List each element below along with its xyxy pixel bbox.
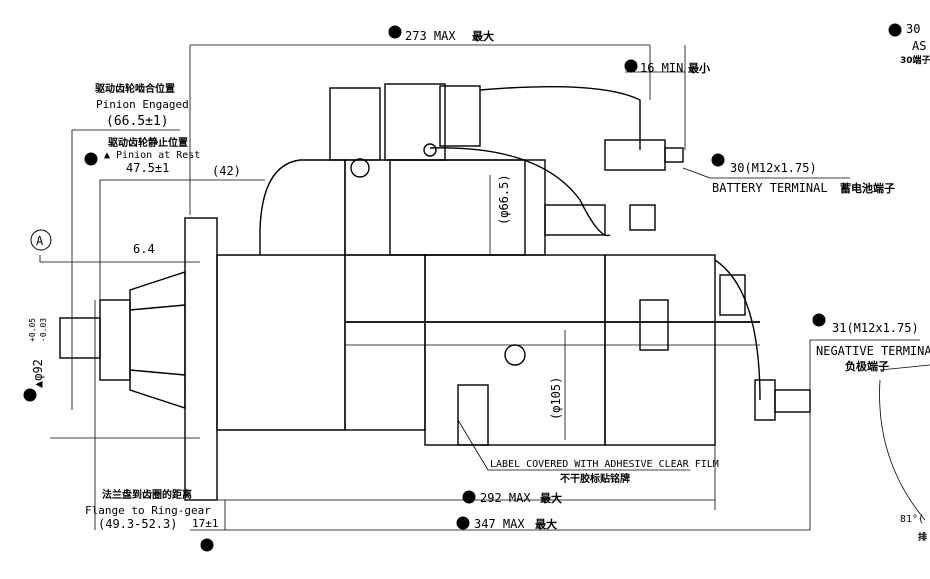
pinion-engaged-cn: 驱动齿轮啮合位置 [95, 82, 175, 95]
dim-6-4: 6.4 [133, 242, 155, 256]
tag-004-marker [84, 152, 98, 166]
gear-housing [344, 254, 426, 431]
dim-92: ▲φ92 [31, 359, 45, 388]
drive-housing [216, 254, 346, 431]
battery-size-text: 30(M12x1.75) [730, 161, 817, 175]
label-note-text: LABEL COVERED WITH ADHESIVE CLEAR FILM [490, 459, 719, 470]
max-292-cn: 最大 [540, 491, 562, 505]
max-273-text: 273 MAX [405, 29, 456, 43]
pinion-rest-label: ▲ Pinion at Rest [104, 150, 200, 161]
min-16-text: 16 MIN [640, 61, 683, 75]
dimension-lines [39, 44, 930, 531]
tag-009-marker [624, 59, 638, 73]
pinion-engaged-label: Pinion Engaged [96, 98, 189, 111]
dim-105: (φ105) [549, 377, 563, 420]
tag-005-marker [200, 538, 214, 552]
negative-terminal-stud [754, 379, 776, 421]
battery-label: BATTERY TERMINAL [712, 181, 828, 195]
label-area [457, 384, 489, 446]
dim-92-tol-up: +0.05 [28, 318, 37, 342]
dim-42: (42) [212, 164, 241, 178]
end-cap [604, 254, 716, 446]
solenoid-body [344, 159, 546, 256]
max-292-text: 292 MAX [480, 491, 531, 505]
pinion-shaft [59, 317, 101, 359]
mounting-flange [184, 217, 218, 501]
tag-006-marker [462, 490, 476, 504]
max-273-cn: 最大 [472, 29, 494, 43]
corner-cn: 30端子 [900, 54, 930, 66]
dim-66: (φ66.5) [497, 174, 511, 225]
pinion-engaged-value: (66.5±1) [106, 114, 169, 129]
tag-011-marker [812, 313, 826, 327]
battery-terminal-stud [604, 139, 666, 171]
nose-housing [129, 271, 186, 409]
min-16-cn: 最小 [688, 61, 710, 75]
datum-a: A [36, 234, 44, 248]
dim-92-tol-down: -0.03 [39, 318, 48, 342]
battery-cn: 蓄电池端子 [840, 181, 895, 195]
flange-value: (49.3-52.3) [98, 517, 177, 531]
corner-30-text: 30 [906, 22, 920, 36]
tag-012-marker [888, 23, 902, 37]
tag-007-marker [456, 516, 470, 530]
pinion-rest-cn: 驱动齿轮静止位置 [108, 136, 188, 149]
tag-003-marker [23, 388, 37, 402]
negative-label: NEGATIVE TERMINAL [816, 344, 930, 358]
pinion-rest-value: 47.5±1 [126, 161, 169, 175]
max-347-cn: 最大 [535, 517, 557, 531]
label-boss [504, 344, 526, 366]
flange-cn: 法兰盘到齿圈的距离 [102, 488, 192, 501]
angle-cn: 排 [918, 531, 927, 543]
motor-outline [59, 83, 811, 501]
tag-markers [23, 23, 902, 552]
corner-as-text: AS [912, 39, 926, 53]
max-347-text: 347 MAX [474, 517, 525, 531]
flange-label: Flange to Ring-gear [85, 504, 211, 517]
negative-size-text: 31(M12x1.75) [832, 321, 919, 335]
tag-008-marker [388, 25, 402, 39]
solenoid-terminal-block [329, 87, 381, 161]
dim-17: 17±1 [192, 517, 219, 530]
label-note-cn: 不干胶标贴铭牌 [560, 472, 630, 485]
pinion-gear [99, 299, 131, 381]
datum-circle [30, 229, 52, 251]
tag-010-marker [711, 153, 725, 167]
motor-yoke [424, 254, 606, 446]
angle-81: 81°( [900, 514, 924, 525]
negative-cn: 负极端子 [845, 359, 889, 373]
